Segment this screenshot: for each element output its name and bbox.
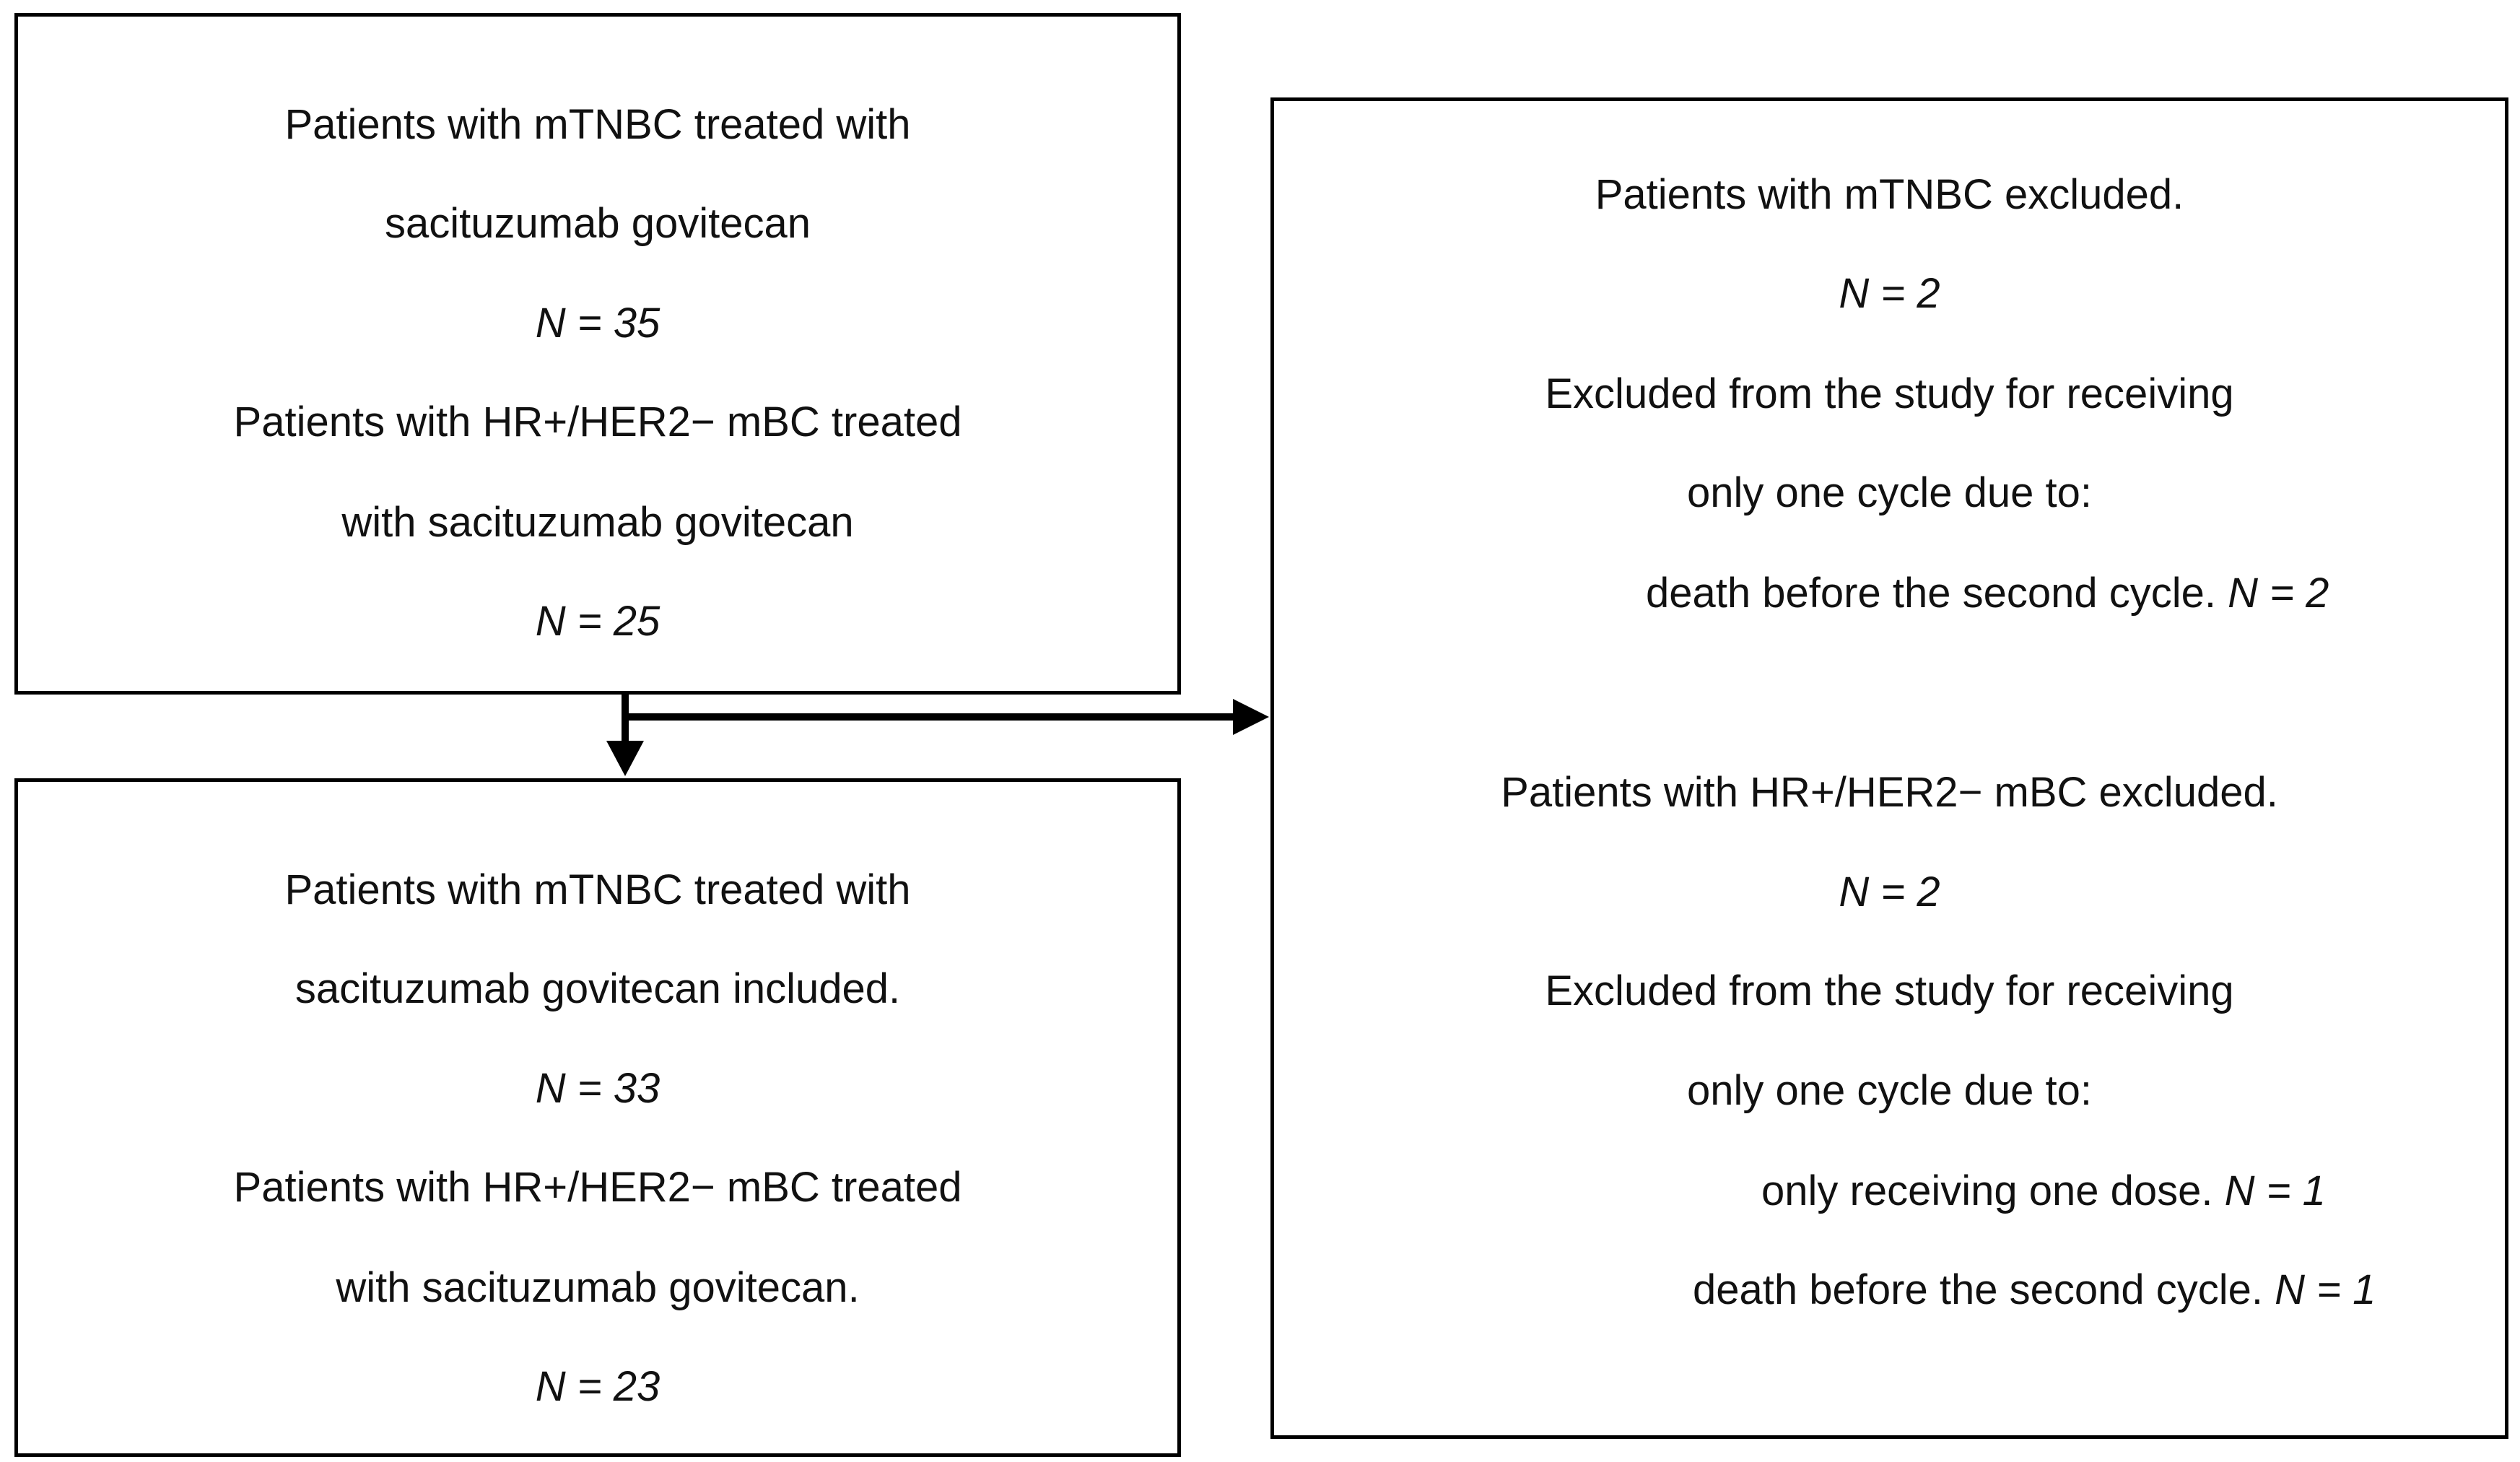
r-mtnbc-detail: death before the second cycle. N = 2 bbox=[1646, 568, 2329, 619]
tl-mtnbc-count: N = 35 bbox=[535, 300, 660, 347]
r-mtnbc-title: Patients with mTNBC excluded. bbox=[1595, 171, 2184, 218]
r-hr-reason1: Excluded from the study for receiving bbox=[1545, 967, 2234, 1014]
r-mtnbc-detail-text: death before the second cycle. bbox=[1646, 570, 2228, 617]
r-hr-count: N = 2 bbox=[1839, 869, 1940, 915]
r-mtnbc-reason2: only one cycle due to: bbox=[1686, 469, 2093, 516]
bl-mtnbc-line2: sacituzumab govitecan included. bbox=[295, 965, 901, 1012]
bl-hr-count: N = 23 bbox=[535, 1363, 660, 1410]
bl-mtnbc-count: N = 33 bbox=[535, 1065, 660, 1112]
tl-hr-line1: Patients with HR+/HER2− mBC treated bbox=[233, 399, 962, 445]
r-hr-title: Patients with HR+/HER2− mBC excluded. bbox=[1501, 769, 2278, 816]
right-arrow-head bbox=[1233, 699, 1269, 735]
r-mtnbc-count: N = 2 bbox=[1839, 270, 1940, 317]
r-hr-detail1-count: N = 1 bbox=[2224, 1167, 2326, 1214]
r-hr-detail2-text: death before the second cycle. bbox=[1693, 1266, 2275, 1313]
bl-mtnbc-line1: Patients with mTNBC treated with bbox=[284, 866, 911, 913]
tl-mtnbc-line1: Patients with mTNBC treated with bbox=[284, 101, 911, 148]
treated-patients-box: Patients with mTNBC treated with sacituz… bbox=[14, 13, 1181, 695]
r-hr-detail1-text: only receiving one dose. bbox=[1761, 1167, 2225, 1214]
bl-hr-line1: Patients with HR+/HER2− mBC treated bbox=[233, 1164, 962, 1211]
tl-mtnbc-line2: sacituzumab govitecan bbox=[385, 200, 811, 247]
down-arrow-head bbox=[606, 741, 644, 776]
r-mtnbc-detail-count: N = 2 bbox=[2228, 570, 2329, 617]
included-patients-box: Patients with mTNBC treated with sacituz… bbox=[14, 778, 1181, 1457]
tl-hr-line2: with sacituzumab govitecan bbox=[341, 499, 854, 546]
excluded-patients-box: Patients with mTNBC excluded. N = 2 Excl… bbox=[1270, 97, 2508, 1439]
tl-hr-count: N = 25 bbox=[535, 598, 660, 645]
r-hr-reason2: only one cycle due to: bbox=[1686, 1067, 2093, 1114]
bl-hr-line2: with sacituzumab govitecan. bbox=[336, 1264, 860, 1311]
r-hr-detail2-count: N = 1 bbox=[2275, 1266, 2376, 1313]
r-hr-detail1: only receiving one dose. N = 1 bbox=[1761, 1166, 2326, 1217]
r-mtnbc-reason1: Excluded from the study for receiving bbox=[1545, 370, 2234, 417]
r-hr-detail2: death before the second cycle. N = 1 bbox=[1693, 1265, 2376, 1315]
